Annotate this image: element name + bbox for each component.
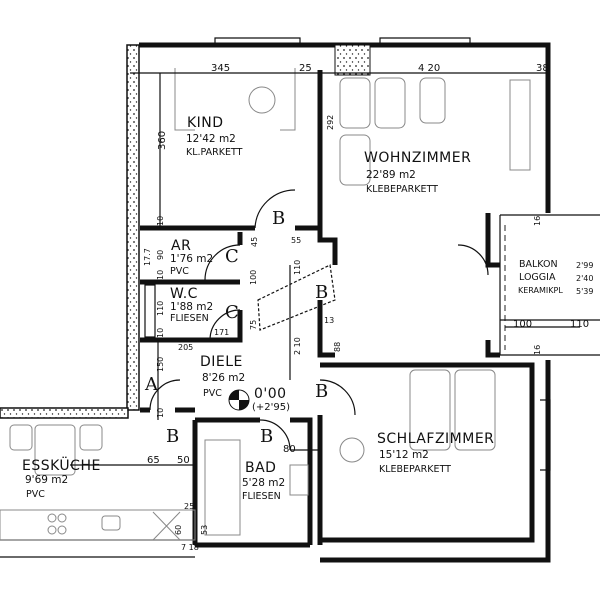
dimension-label: 10: [156, 328, 165, 338]
room-ar: AR 1'76 m2 PVC: [170, 238, 213, 277]
dimension-label: 88: [333, 342, 342, 352]
balcony-structure: [500, 225, 600, 350]
room-kind: KIND 12'42 m2 KL.PARKETT: [186, 115, 243, 158]
room-floor: KERAMIKPL: [518, 286, 563, 295]
room-name: AR: [171, 238, 191, 254]
level-value: 0'00: [254, 386, 287, 402]
room-floor: FLIESEN: [242, 491, 281, 502]
dimension-label: 25: [299, 63, 312, 74]
dimension-label: 7 18: [181, 543, 199, 552]
dimension-label: 110: [570, 319, 589, 330]
dimension-lines: [70, 72, 580, 466]
room-floor: FLIESEN: [170, 313, 209, 324]
garden-planter: [334, 44, 371, 76]
room-floor: KLEBEPARKETT: [366, 184, 438, 195]
room-name: ESSKÜCHE: [22, 456, 101, 474]
room-bad: BAD 5'28 m2 FLIESEN: [242, 460, 285, 502]
room-area: 9'69 m2: [25, 474, 68, 486]
dimension-label: 360: [157, 131, 168, 150]
room-balkon: BALKON LOGGIA KERAMIKPL 2'99 2'40 5'39: [518, 259, 593, 296]
door-mark: B: [315, 381, 328, 402]
dimension-label: 4 20: [418, 63, 440, 74]
room-floor: KL.PARKETT: [186, 147, 243, 158]
room-wc: W.C 1'88 m2 FLIESEN: [170, 286, 213, 324]
room-value: 2'99: [576, 261, 593, 270]
dimension-label: 80: [283, 444, 296, 455]
room-floor: KLEBEPARKETT: [379, 464, 451, 475]
room-area: 12'42 m2: [186, 133, 236, 145]
room-schlafzimmer: SCHLAFZIMMER 15'12 m2 KLEBEPARKETT: [377, 431, 494, 475]
room-value: 5'39: [576, 287, 593, 296]
dimension-label: 110: [156, 301, 165, 316]
dimension-label: 10: [156, 408, 165, 418]
dimension-label: 110: [293, 260, 302, 275]
dimension-label: 171: [214, 328, 229, 337]
room-name: W.C: [170, 286, 198, 302]
dimension-label: 38: [536, 63, 549, 74]
room-value: 2'40: [576, 274, 593, 283]
dimension-label: 16: [533, 345, 542, 355]
dimension-label: 16: [533, 216, 542, 226]
door-swings: [149, 189, 489, 451]
door-mark: B: [260, 426, 273, 447]
room-area: 1'76 m2: [170, 253, 213, 265]
dimension-label: 45: [250, 237, 259, 247]
furniture: [0, 68, 531, 541]
dimension-label: 25: [184, 502, 194, 511]
room-floor: PVC: [203, 388, 222, 399]
door-marks: B C C B B A B B: [144, 208, 328, 447]
dimension-label: 50: [177, 455, 190, 466]
dimension-label: 100: [249, 270, 258, 285]
room-area: 15'12 m2: [379, 449, 429, 461]
door-mark: C: [225, 302, 239, 323]
door-mark: C: [225, 246, 239, 267]
room-name: DIELE: [200, 354, 243, 370]
door-mark: B: [166, 426, 179, 447]
room-wohnzimmer: WOHNZIMMER 22'89 m2 KLEBEPARKETT: [364, 150, 471, 195]
room-name: WOHNZIMMER: [364, 150, 471, 166]
dimension-label: 205: [178, 343, 193, 352]
dimension-label: 75: [249, 320, 258, 330]
room-name: BALKON: [519, 259, 558, 270]
room-floor: PVC: [170, 266, 189, 277]
room-diele: DIELE 8'26 m2 PVC 0'00 (+2'95): [200, 354, 290, 413]
dimension-label: 60: [174, 525, 183, 535]
room-name: KIND: [187, 115, 224, 131]
dimension-label: 90: [156, 250, 165, 260]
room-area: 22'89 m2: [366, 169, 416, 181]
dimension-labels: 345 25 4 20 38 360 292 10 55 45 90 17.7 …: [143, 63, 589, 552]
door-mark: B: [272, 208, 285, 229]
dimension-label: 100: [513, 319, 532, 330]
interior-walls: [140, 70, 600, 545]
room-area: 1'88 m2: [170, 301, 213, 313]
dimension-label: 65: [147, 455, 160, 466]
room-name: BAD: [245, 460, 276, 476]
dimension-label: 53: [200, 525, 209, 535]
dimension-label: 150: [156, 357, 165, 372]
room-name: SCHLAFZIMMER: [377, 431, 494, 447]
door-mark: A: [144, 374, 159, 395]
outer-walls: [0, 37, 551, 563]
dimension-label: 10: [156, 270, 165, 280]
room-floor: PVC: [26, 489, 45, 500]
level-value: (+2'95): [252, 402, 290, 413]
room-area: 8'26 m2: [202, 372, 245, 384]
dimension-label: 292: [326, 115, 335, 130]
dimension-label: 10: [156, 216, 165, 226]
dimension-label: 17.7: [143, 248, 152, 266]
room-esskueche: ESSKÜCHE 9'69 m2 PVC: [22, 456, 101, 500]
door-mark: B: [315, 282, 328, 303]
dimension-label: 13: [324, 316, 334, 325]
dimension-label: 55: [291, 236, 301, 245]
dimension-label: 2 10: [293, 337, 302, 355]
room-area: 5'28 m2: [242, 477, 285, 489]
dimension-label: 345: [211, 63, 230, 74]
room-name: LOGGIA: [519, 272, 556, 283]
